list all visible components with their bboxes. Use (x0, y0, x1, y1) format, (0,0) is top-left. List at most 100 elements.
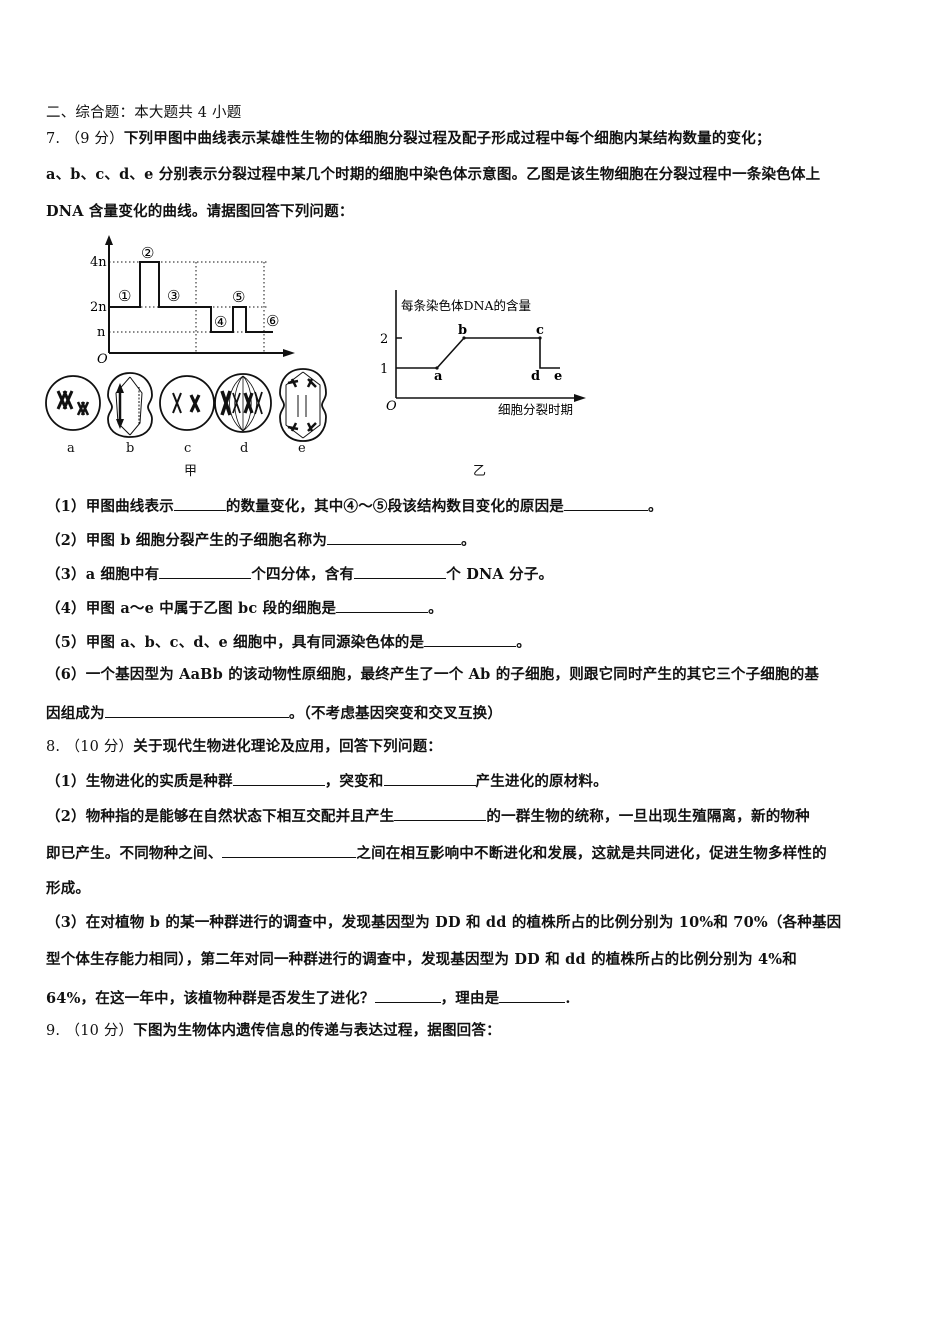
figure-jia-curve: 4n 2n n O ① ② ③ ④ ⑤ ⑥ (90, 235, 295, 367)
cell-label-b: b (126, 441, 135, 456)
q8-sub3-text-b: ，理由是 (440, 990, 500, 1007)
figure-jia-cells (45, 368, 327, 442)
figure-yi-caption: 乙 (473, 464, 487, 479)
q8-sub1-text-a: （1）生物进化的实质是种群 (46, 773, 233, 790)
yi-point-b: b (458, 323, 467, 338)
q8-sub1-blank2[interactable] (383, 771, 476, 786)
q7-stem-text1: 下列甲图中曲线表示某雄性生物的体细胞分裂过程及配子形成过程中每个细胞内某结构数量… (123, 130, 771, 147)
cell-c-diagram (159, 375, 215, 431)
q7-sub3-blank1[interactable] (159, 564, 252, 579)
q7-sub6-line2: 因组成为 。（不考虑基因突变和交叉互换） (46, 703, 502, 723)
q8-number: 8. (46, 739, 61, 755)
yi-point-c: c (536, 323, 544, 338)
yi-origin: O (386, 399, 397, 414)
q8-sub1-text-c: 产生进化的原材料。 (475, 773, 608, 790)
q7-sub1-text-b: 的数量变化，其中④～⑤段该结构数目变化的原因是 (225, 498, 564, 515)
q8-sub3-line2: 型个体生存能力相同），第二年对同一种群进行的调查中，发现基因型为 DD 和 dd… (46, 951, 797, 968)
q7-sub6-blank[interactable] (104, 703, 289, 718)
tick-n: n (97, 325, 106, 340)
tick-2n: 2n (90, 300, 107, 315)
q7-sub3-text-b: 个四分体，含有 (251, 566, 355, 583)
origin-o: O (97, 352, 108, 367)
section-header: 二、综合题：本大题共 4 小题 (46, 105, 242, 121)
segment-label-4: ④ (214, 313, 227, 331)
q8-sub3-blank1[interactable] (374, 988, 441, 1003)
q8-sub3-text-a: 64%，在这一年中，该植物种群是否发生了进化？ (46, 990, 375, 1007)
q8-sub1: （1）生物进化的实质是种群 ，突变和 产生进化的原材料。 (46, 771, 608, 791)
q7-sub1-blank2[interactable] (564, 496, 648, 511)
cell-label-e: e (298, 441, 306, 456)
q9-score: （10 分） (65, 1023, 134, 1039)
q7-sub6-text-b: 。（不考虑基因突变和交叉互换） (288, 705, 503, 722)
cell-label-d: d (240, 441, 249, 456)
q8-sub3-blank2[interactable] (499, 988, 566, 1003)
tick-4n: 4n (90, 255, 107, 270)
q8-sub2-line3: 形成。 (46, 880, 91, 897)
q7-sub2: （2）甲图 b 细胞分裂产生的子细胞名称为 。 (46, 530, 476, 550)
q7-sub2-text-a: （2）甲图 b 细胞分裂产生的子细胞名称为 (46, 532, 328, 549)
q8-score: （10 分） (65, 739, 134, 755)
q7-sub3-text-a: （3）a 细胞中有 (46, 566, 160, 583)
q7-sub5-text-a: （5）甲图 a、b、c、d、e 细胞中，具有同源染色体的是 (46, 634, 425, 651)
q7-stem-line1: 7. （9 分）下列甲图中曲线表示某雄性生物的体细胞分裂过程及配子形成过程中每个… (46, 130, 771, 148)
yi-point-e: e (554, 369, 562, 384)
yi-point-a: a (434, 369, 443, 384)
q9-stem: 9. （10 分）下图为生物体内遗传信息的传递与表达过程，据图回答： (46, 1022, 501, 1040)
yi-tick-1: 1 (380, 362, 388, 377)
yi-tick-2: 2 (380, 332, 388, 347)
q7-sub6-line1: （6）一个基因型为 AaBb 的该动物性原细胞，最终产生了一个 Ab 的子细胞，… (46, 666, 820, 683)
figure-yi-graph: 每条染色体DNA的含量 2 1 O a b c d e 细胞分裂时期 (380, 290, 586, 417)
cell-label-a: a (67, 441, 75, 456)
yi-xlabel: 细胞分裂时期 (498, 402, 573, 417)
figure-jia-caption: 甲 (184, 464, 198, 479)
q7-stem-line2: a、b、c、d、e 分别表示分裂过程中某几个时期的细胞中染色体示意图。乙图是该生… (46, 166, 821, 183)
q7-sub1-text-a: （1）甲图曲线表示 (46, 498, 174, 515)
q7-sub6-text-a: 因组成为 (46, 705, 105, 722)
q7-sub5-blank[interactable] (424, 632, 517, 647)
q8-sub3-text-c: . (565, 990, 571, 1007)
q7-sub5: （5）甲图 a、b、c、d、e 细胞中，具有同源染色体的是 。 (46, 632, 531, 652)
yi-point-d: d (531, 369, 540, 384)
q7-sub3: （3）a 细胞中有 个四分体，含有 个 DNA 分子。 (46, 564, 553, 584)
q9-number: 9. (46, 1023, 61, 1039)
segment-label-1: ① (118, 287, 131, 305)
q8-sub2-line1: （2）物种指的是能够在自然状态下相互交配并且产生 的一群生物的统称，一旦出现生殖隔… (46, 806, 810, 826)
q8-sub2-text-c: 即已产生。不同物种之间、 (46, 845, 223, 862)
cell-label-c: c (184, 441, 192, 456)
q8-sub2-text-d: 之间在相互影响中不断进化和发展，这就是共同进化，促进生物多样性的 (356, 845, 827, 862)
segment-label-2: ② (141, 244, 154, 262)
segment-label-3: ③ (167, 287, 180, 305)
cell-b-diagram (107, 372, 153, 438)
segment-label-5: ⑤ (232, 288, 245, 306)
q7-sub1: （1）甲图曲线表示 的数量变化，其中④～⑤段该结构数目变化的原因是 。 (46, 496, 663, 516)
q7-sub1-blank1[interactable] (173, 496, 226, 511)
q8-sub1-blank1[interactable] (232, 771, 325, 786)
q8-sub3-line3: 64%，在这一年中，该植物种群是否发生了进化？ ，理由是. (46, 988, 571, 1008)
cell-d-diagram (214, 373, 272, 433)
cell-e-diagram (279, 368, 327, 442)
q8-sub3-line1: （3）在对植物 b 的某一种群进行的调查中，发现基因型为 DD 和 dd 的植株… (46, 914, 842, 931)
q7-sub4-text-a: （4）甲图 a～e 中属于乙图 bc 段的细胞是 (46, 600, 337, 617)
q7-stem-line3: DNA 含量变化的曲线。请据图回答下列问题： (46, 203, 354, 220)
q8-stem: 8. （10 分）关于现代生物进化理论及应用，回答下列问题： (46, 738, 442, 756)
q7-sub3-text-c: 个 DNA 分子。 (446, 566, 554, 583)
q8-sub2-text-b: 的一群生物的统称，一旦出现生殖隔离，新的物种 (486, 808, 810, 825)
q7-sub2-text-b: 。 (461, 532, 476, 549)
q7-sub1-text-c: 。 (648, 498, 663, 515)
q8-sub2-blank1[interactable] (394, 806, 487, 821)
q7-score: （9 分） (65, 131, 124, 147)
q8-sub2-blank2[interactable] (222, 843, 357, 858)
q7-sub5-text-b: 。 (516, 634, 531, 651)
q9-stem-text: 下图为生物体内遗传信息的传递与表达过程，据图回答： (133, 1022, 501, 1039)
q7-number: 7. (46, 131, 61, 147)
yi-ylabel: 每条染色体DNA的含量 (401, 298, 531, 313)
q7-sub4: （4）甲图 a～e 中属于乙图 bc 段的细胞是 。 (46, 598, 443, 618)
q7-sub4-blank[interactable] (336, 598, 429, 613)
q7-sub2-blank[interactable] (327, 530, 462, 545)
q8-sub2-line2: 即已产生。不同物种之间、 之间在相互影响中不断进化和发展，这就是共同进化，促进生物… (46, 843, 827, 863)
q7-sub3-blank2[interactable] (354, 564, 447, 579)
q8-sub1-text-b: ，突变和 (324, 773, 384, 790)
q7-sub4-text-b: 。 (428, 600, 443, 617)
q8-sub2-text-a: （2）物种指的是能够在自然状态下相互交配并且产生 (46, 808, 395, 825)
